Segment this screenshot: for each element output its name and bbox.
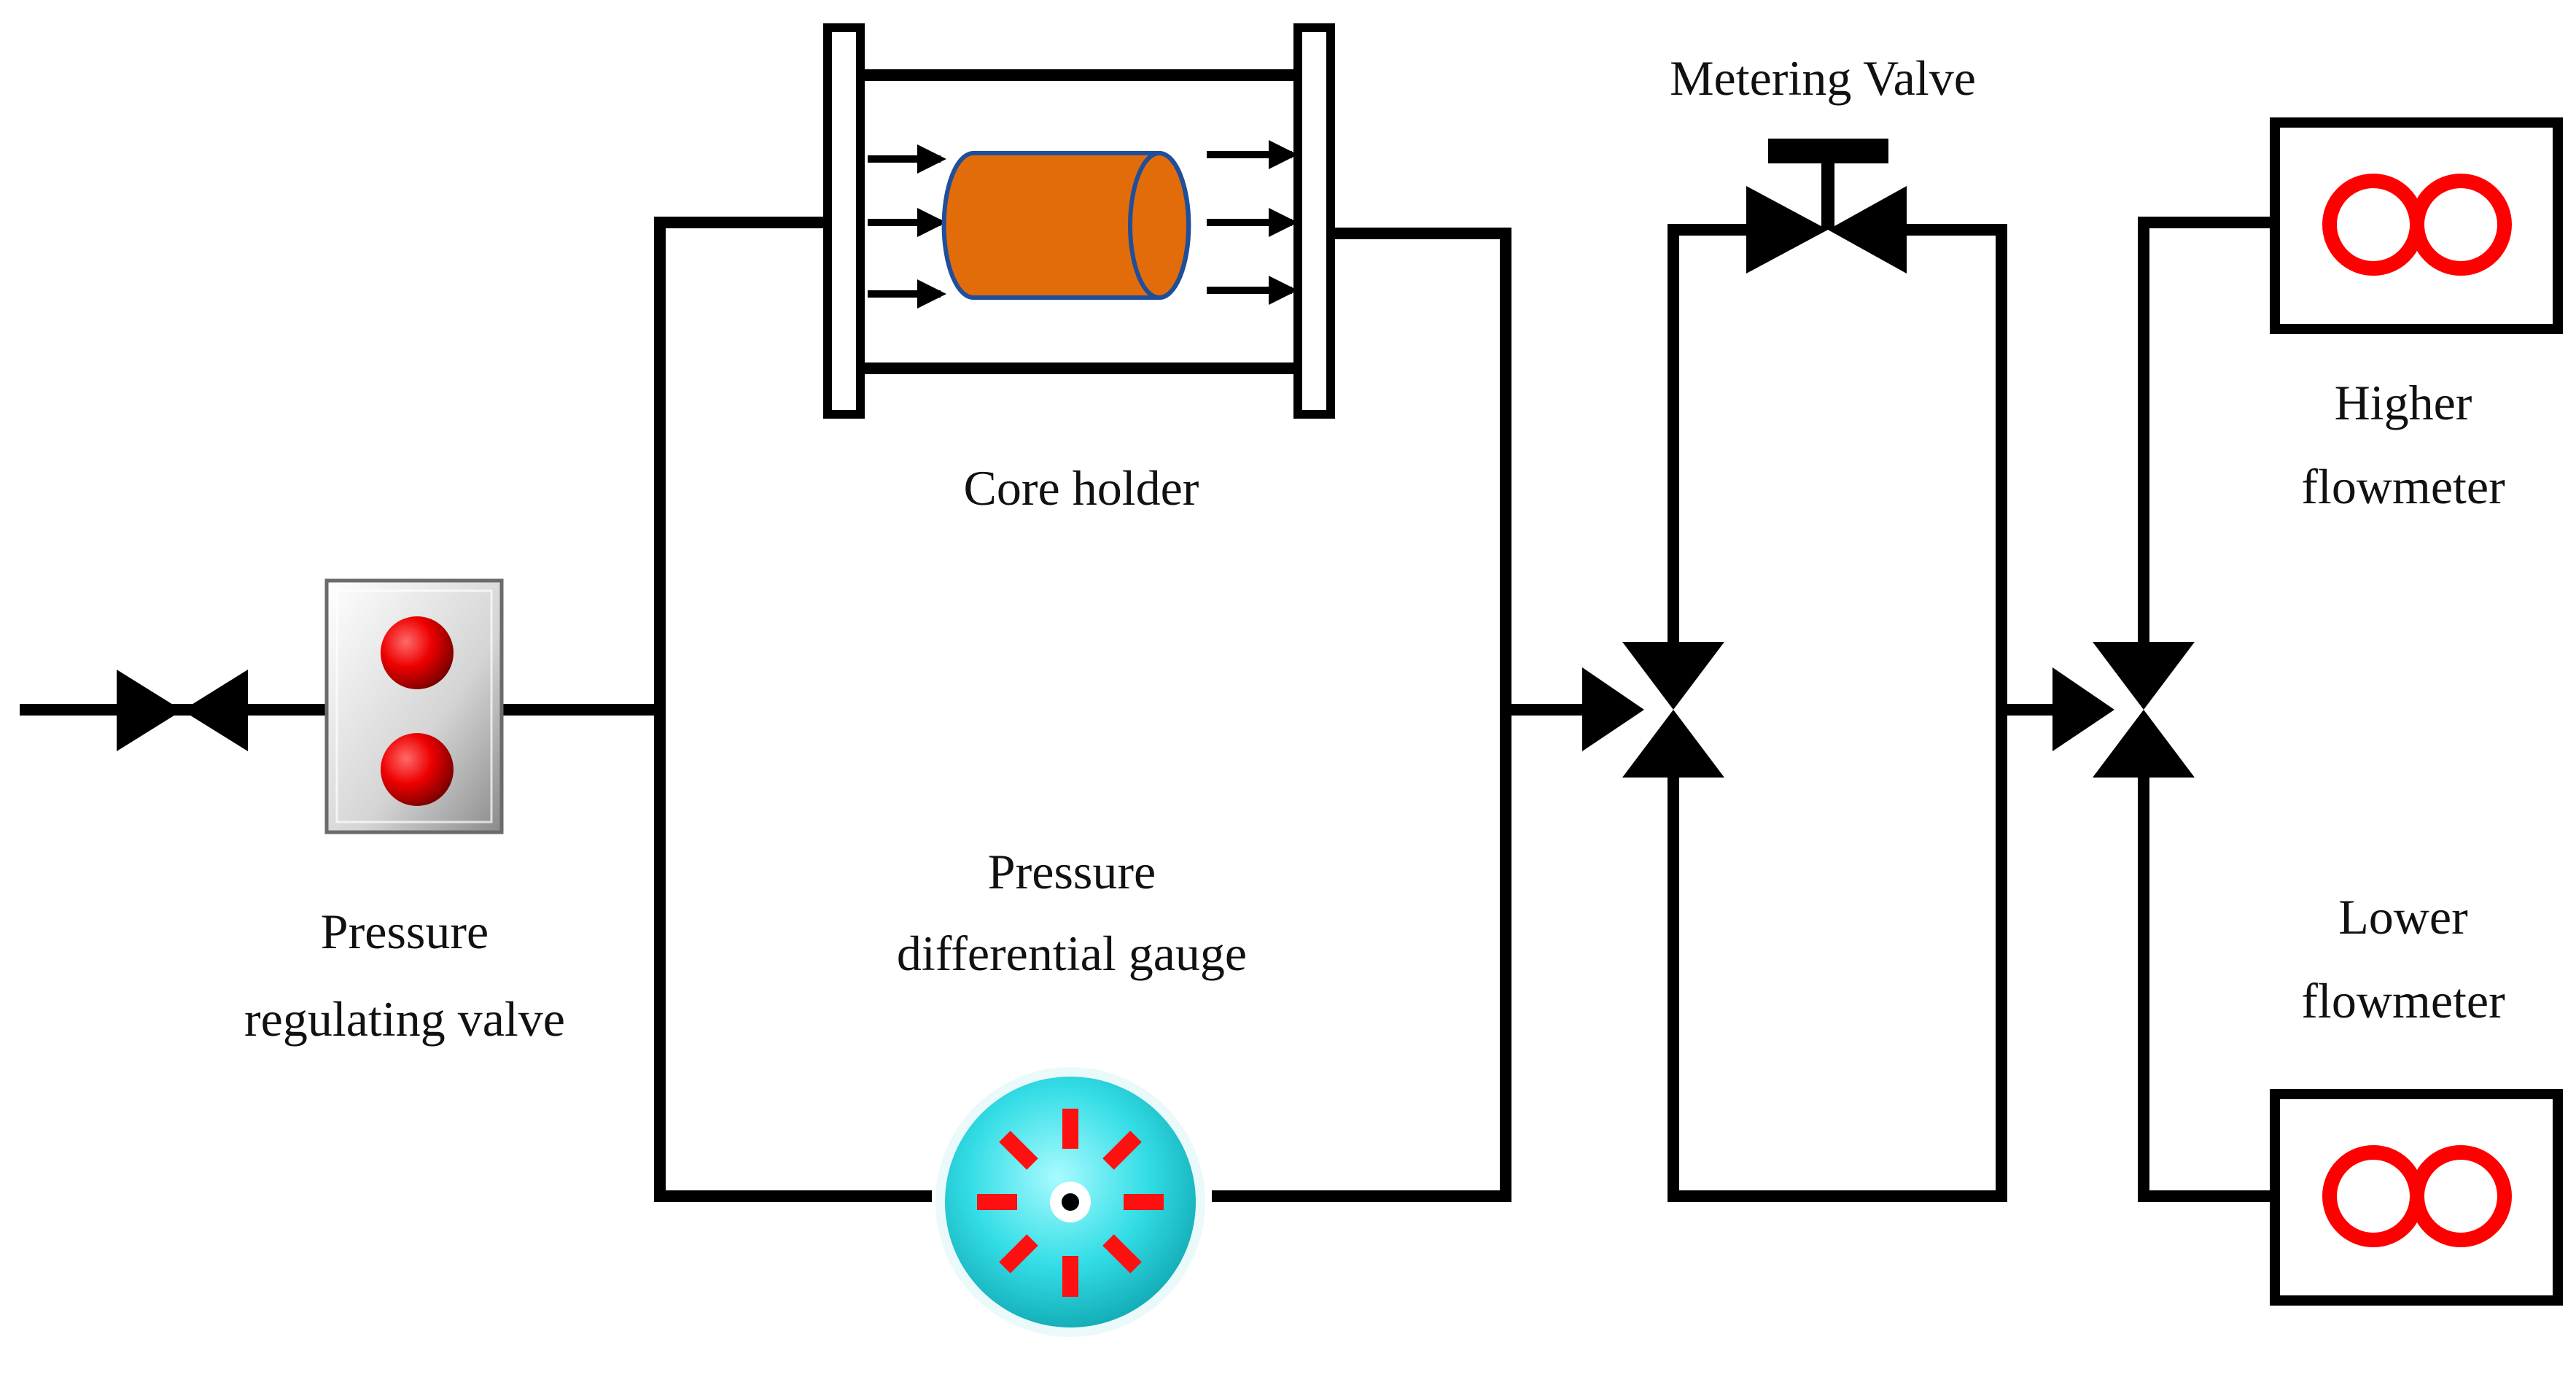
higher-flowmeter-label-1: Higher [2335, 375, 2472, 430]
pipe-network [20, 217, 2281, 1202]
indicator-light-icon [381, 733, 454, 806]
inlet-valve-icon[interactable] [117, 670, 248, 751]
pressure-regulating-label-2: regulating valve [244, 991, 565, 1047]
core-holder-icon [823, 23, 1335, 419]
lower-flowmeter-label-2: flowmeter [2301, 973, 2505, 1028]
lower-flowmeter-label-1: Lower [2338, 889, 2468, 945]
core-sample-icon [941, 151, 1191, 300]
pressure-regulating-label-1: Pressure [321, 904, 489, 959]
pressure-diff-label-1: Pressure [988, 844, 1156, 899]
flow-arrows-in [868, 144, 946, 309]
pressure-diff-label-2: differential gauge [897, 926, 1247, 981]
metering-valve-icon[interactable] [1746, 139, 1907, 274]
three-way-valve-icon[interactable] [1582, 642, 1724, 778]
higher-flowmeter-icon [2270, 117, 2563, 334]
higher-flowmeter-label-2: flowmeter [2301, 459, 2505, 514]
metering-valve-label: Metering Valve [1670, 50, 1976, 106]
three-way-valve-icon[interactable] [2052, 642, 2195, 778]
lower-flowmeter-icon [2270, 1089, 2563, 1306]
pressure-gauge-icon [935, 1067, 1205, 1337]
core-holder-label: Core holder [964, 460, 1199, 516]
flow-arrows-out [1207, 140, 1298, 305]
pressure-regulating-valve-icon[interactable] [324, 578, 504, 834]
indicator-light-icon [381, 616, 454, 689]
